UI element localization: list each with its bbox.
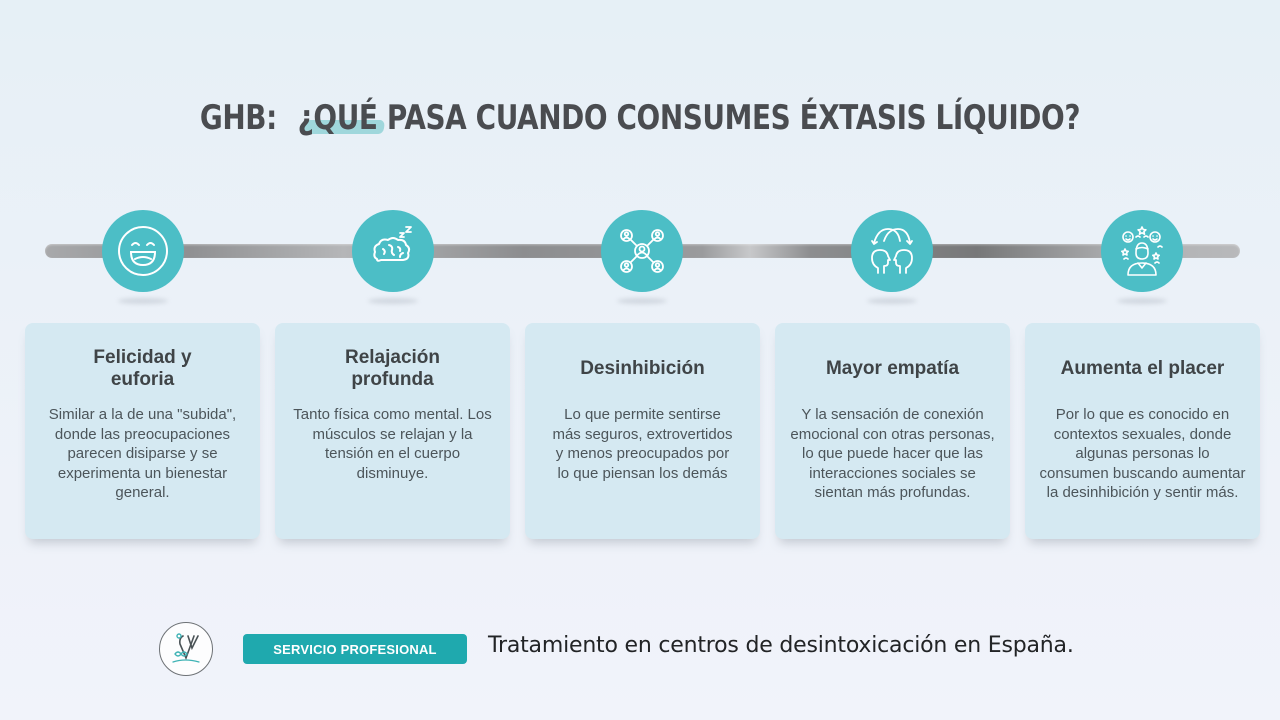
card-title: Mayor empatía <box>825 358 960 379</box>
card-body: Tanto física como mental. Los músculos s… <box>293 406 492 482</box>
timeline-node-4 <box>851 210 933 292</box>
card-relajacion: Relajación profunda Tanto física como me… <box>275 323 510 539</box>
title-highlight: ¿QUÉ <box>297 98 378 138</box>
happy-person-icon <box>1121 226 1163 276</box>
page-title: GHB: ¿QUÉ PASA CUANDO CONSUMES ÉXTASIS L… <box>115 98 1165 138</box>
title-rest: PASA CUANDO CONSUMES ÉXTASIS LÍQUIDO? <box>386 98 1081 138</box>
card-title: Felicidad y euforia <box>93 347 192 390</box>
timeline-node-3 <box>601 210 683 292</box>
servicio-profesional-badge[interactable]: SERVICIO PROFESIONAL <box>243 634 467 664</box>
card-title: Aumenta el placer <box>1060 358 1225 379</box>
heads-connection-icon <box>871 228 913 274</box>
laughing-face-icon <box>118 226 168 276</box>
card-placer: Aumenta el placer Por lo que es conocido… <box>1025 323 1260 539</box>
title-prefix: GHB: <box>199 98 277 138</box>
card-felicidad: Felicidad y euforia Similar a la de una … <box>25 323 260 539</box>
footer-tagline: Tratamiento en centros de desintoxicació… <box>488 633 1074 658</box>
social-network-icon <box>620 229 664 273</box>
timeline-node-1 <box>102 210 184 292</box>
card-body: Similar a la de una "subida", donde las … <box>48 406 237 501</box>
card-empatia: Mayor empatía Y la sensación de conexión… <box>775 323 1010 539</box>
card-title: Relajación profunda <box>344 347 441 390</box>
card-desinhibicion: Desinhibición Lo que permite sentirse má… <box>525 323 760 539</box>
card-body: Lo que permite sentirse más seguros, ext… <box>552 406 733 482</box>
card-title: Desinhibición <box>580 358 705 379</box>
card-body: Por lo que es conocido en contextos sexu… <box>1039 406 1246 501</box>
timeline-node-2 <box>352 210 434 292</box>
brand-logo-icon <box>172 633 200 663</box>
timeline-node-5 <box>1101 210 1183 292</box>
brand-logo[interactable] <box>159 622 213 676</box>
card-body: Y la sensación de conexión emocional con… <box>790 406 995 501</box>
sleeping-brain-icon <box>373 226 412 262</box>
